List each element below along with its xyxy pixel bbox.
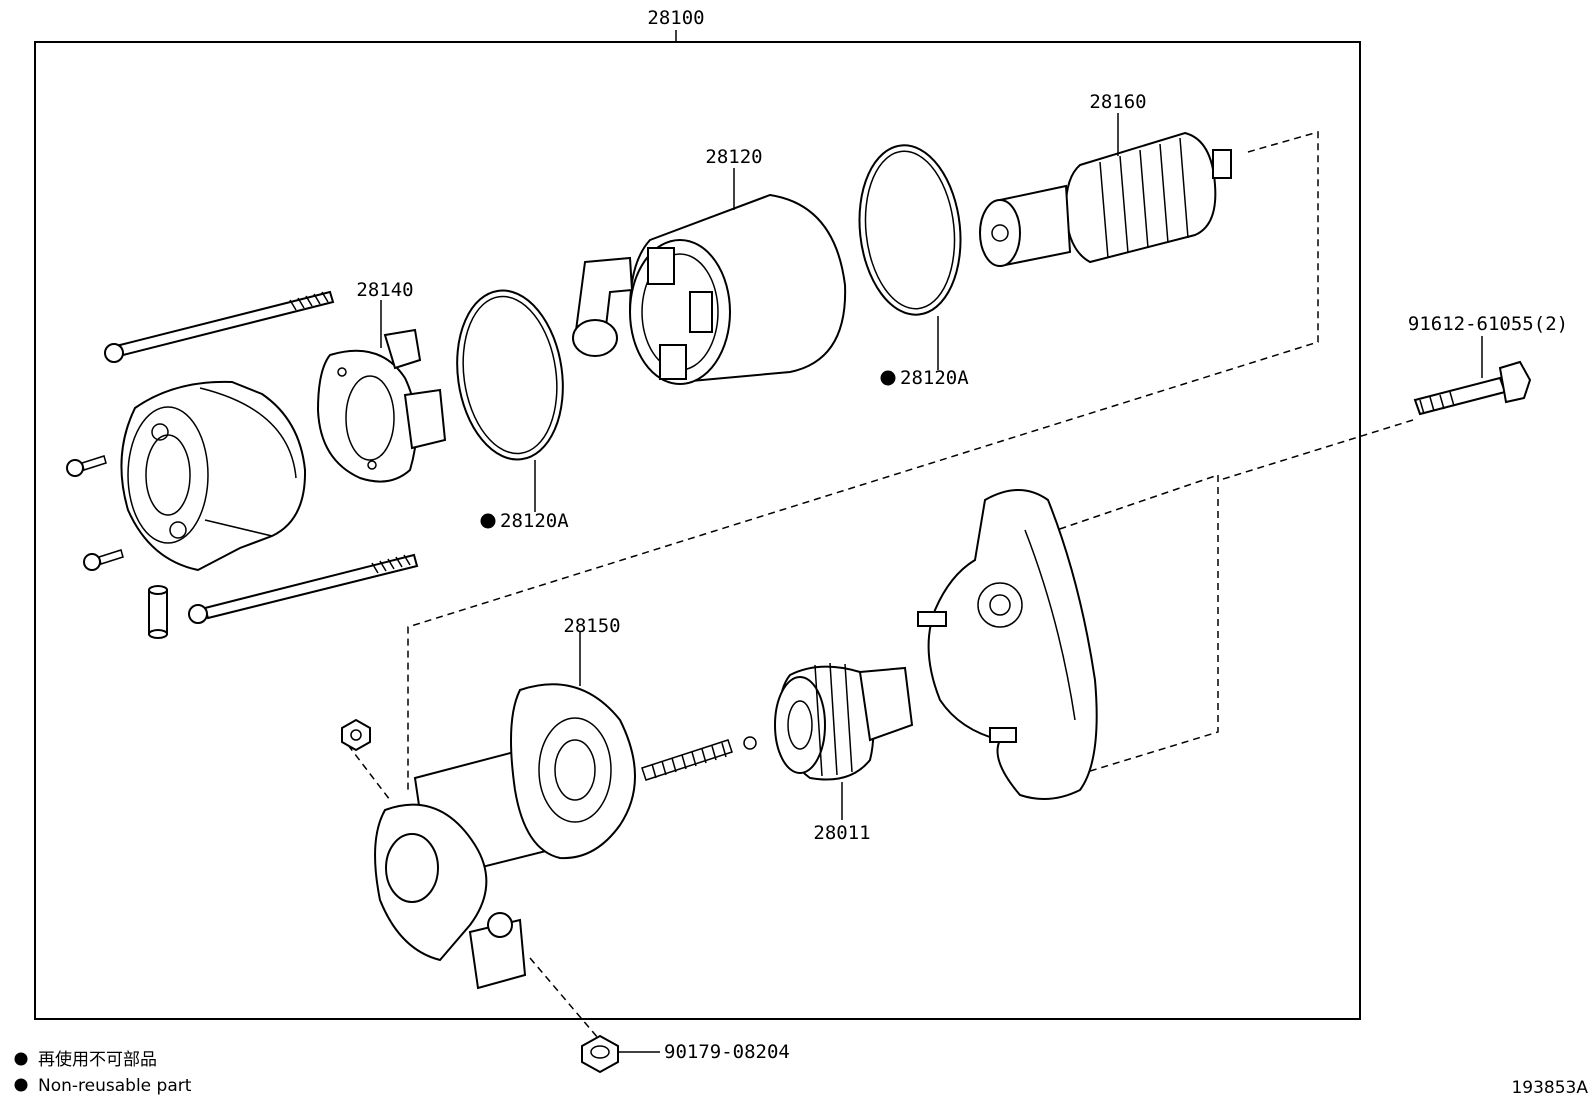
label-28120A-left: 28120A	[500, 510, 569, 532]
starter-clutch	[774, 662, 914, 781]
through-bolt-lower	[188, 553, 419, 624]
starter-housing	[374, 683, 636, 990]
label-91612: 91612-61055(2)	[1408, 313, 1568, 335]
steel-ball	[743, 736, 757, 750]
armature	[979, 131, 1232, 267]
return-spring	[641, 739, 733, 781]
through-bolt-upper	[104, 290, 335, 363]
nut-90179	[581, 1034, 619, 1074]
label-28120A-right: 28120A	[900, 367, 969, 389]
o-ring-right	[858, 144, 962, 316]
legend-english: Non-reusable part	[38, 1076, 192, 1096]
assembly-guide-lower	[1086, 475, 1219, 773]
yoke-assembly	[572, 193, 847, 385]
label-28160: 28160	[1089, 91, 1146, 113]
label-28120: 28120	[705, 146, 762, 168]
end-housing	[120, 380, 307, 572]
label-90179: 90179-08204	[664, 1041, 790, 1063]
label-28011: 28011	[813, 822, 870, 844]
non-reusable-marker	[480, 513, 496, 529]
figure-id: 193853A	[1511, 1078, 1588, 1098]
assembly-frame	[34, 41, 1361, 1020]
label-28150: 28150	[563, 615, 620, 637]
legend-bullet	[14, 1052, 28, 1066]
legend-japanese: 再使用不可部品	[38, 1049, 157, 1070]
screw-upper	[66, 455, 107, 477]
legend-bullet	[14, 1078, 28, 1092]
non-reusable-marker	[880, 370, 896, 386]
label-28140: 28140	[356, 279, 413, 301]
label-assembly: 28100	[647, 7, 704, 29]
drive-end-housing	[917, 489, 1098, 800]
nut-small	[341, 718, 371, 752]
assembly-guide-upper	[407, 131, 1319, 790]
bolt-guide	[1219, 419, 1414, 481]
o-ring-left	[456, 289, 564, 461]
brush-holder	[316, 328, 447, 483]
terminal-stud	[148, 585, 168, 639]
screw-lower	[83, 549, 124, 571]
housing-bolt	[1413, 360, 1532, 416]
